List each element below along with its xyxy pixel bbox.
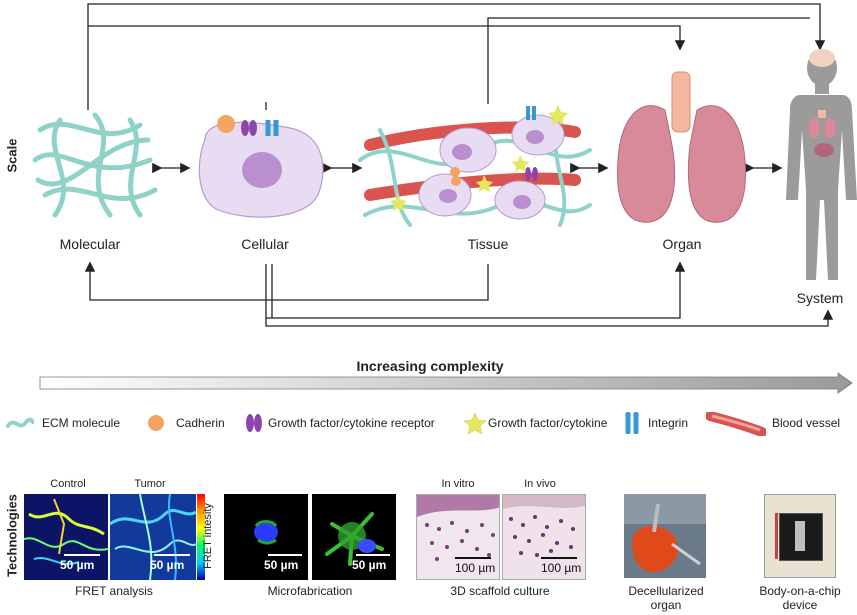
cell-illustration [198, 115, 324, 218]
complexity-label: Increasing complexity [356, 358, 504, 374]
fret-colorbar-label: FRET intesity [202, 503, 214, 569]
scaffold-caption: 3D scaffold culture [450, 584, 550, 598]
legend-label-integrin: Integrin [648, 416, 689, 430]
microfab-scalebar-b: 50 µm [352, 558, 387, 572]
fret-control-scalebar: 50 µm [60, 558, 95, 572]
lungs-illustration [616, 71, 747, 223]
molecular-label: Molecular [59, 236, 121, 252]
complexity-arrow [39, 372, 853, 394]
fret-control-image: 50 µm [24, 494, 108, 580]
growth-factor-icon [464, 412, 486, 434]
fret-caption: FRET analysis [75, 584, 153, 598]
body-on-chip-image [764, 494, 836, 578]
tissue-illustration [358, 105, 592, 227]
scale-diagram [32, 3, 857, 327]
top-connectors [87, 3, 826, 110]
scaffold-scalebar-b: 100 µm [541, 561, 582, 575]
body-on-chip-caption-line2: device [782, 598, 818, 612]
microfab-caption: Microfabrication [267, 584, 353, 598]
legend: ECM molecule Cadherin Growth factor/cyto… [0, 410, 857, 440]
microfab-scalebar-a: 50 µm [264, 558, 299, 572]
decellularized-caption-line2: organ [650, 598, 682, 612]
human-body-illustration [786, 49, 857, 280]
scaffold-in-vitro-image: 100 µm [416, 494, 500, 580]
microfab-image-b: 50 µm [312, 494, 396, 580]
legend-label-blood-vessel: Blood vessel [772, 416, 841, 430]
scale-axis-label: Scale [4, 138, 20, 173]
legend-label-growth-factor: Growth factor/cytokine [488, 416, 608, 430]
fret-tumor-label: Tumor [134, 478, 166, 490]
legend-label-receptor: Growth factor/cytokine receptor [268, 416, 435, 430]
fret-tumor-image: 50 µm [110, 494, 196, 580]
decellularized-caption-line1: Decellularized [628, 584, 704, 598]
fret-colorbar [197, 494, 205, 580]
cellular-label: Cellular [241, 236, 289, 252]
bottom-connectors [84, 261, 834, 327]
microfab-image-a: 50 µm [224, 494, 308, 580]
cadherin-icon [148, 415, 164, 431]
legend-label-cadherin: Cadherin [176, 416, 225, 430]
technologies-axis-label: Technologies [4, 494, 20, 577]
ecm-molecule-icon [6, 417, 34, 428]
scaffold-scalebar-a: 100 µm [455, 561, 496, 575]
blood-vessel-icon [706, 412, 766, 436]
organ-label: Organ [662, 236, 702, 252]
receptor-icon [246, 414, 262, 432]
scaffold-in-vitro-label: In vitro [441, 478, 475, 490]
integrin-icon [625, 412, 639, 434]
decellularized-organ-image [624, 494, 706, 578]
scaffold-in-vivo-label: In vivo [524, 478, 556, 490]
fret-tumor-scalebar: 50 µm [150, 558, 185, 572]
tissue-label: Tissue [467, 236, 509, 252]
scaffold-in-vivo-image: 100 µm [502, 494, 586, 580]
fret-control-label: Control [50, 478, 86, 490]
system-label: System [796, 290, 844, 306]
body-on-chip-caption-line1: Body-on-a-chip [759, 584, 841, 598]
legend-label-ecm: ECM molecule [42, 416, 121, 430]
ecm-tangle [32, 112, 158, 218]
